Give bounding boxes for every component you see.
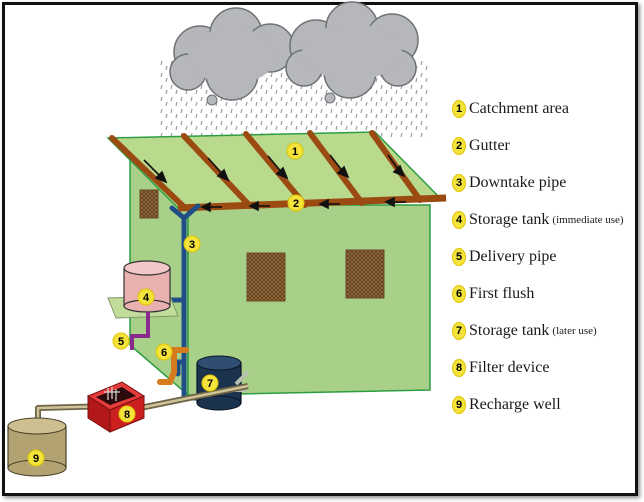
marker-6: 6 [155,343,173,361]
legend-number-badge: 5 [452,248,466,266]
filter-device [86,381,146,433]
first-flush-device [157,347,189,385]
legend-label: Recharge well [469,396,561,413]
legend-label: Filter device [469,359,550,376]
legend-item-catchment-area: 1 Catchment area [452,96,569,122]
legend-number-badge: 6 [452,285,466,303]
legend-sublabel: (later use) [552,325,597,337]
marker-7: 7 [201,374,219,392]
marker-9: 9 [27,449,45,467]
svg-text:7: 7 [207,378,213,390]
storage-tank-immediate-use [123,260,171,313]
legend-item-recharge-well: 9 Recharge well [452,392,561,418]
window-front-right [345,249,385,299]
delivery-pipe [130,312,150,350]
legend-label: Storage tank [469,322,550,339]
legend-label: Storage tank [469,211,550,228]
svg-text:6: 6 [161,347,167,359]
legend-number-badge: 4 [452,211,466,229]
window-side [139,189,159,219]
legend-item-delivery-pipe: 5 Delivery pipe [452,244,557,270]
legend-item-downtake-pipe: 3 Downtake pipe [452,170,566,196]
svg-text:4: 4 [143,292,150,304]
marker-4: 4 [137,288,155,306]
legend-number-badge: 1 [452,100,466,118]
svg-text:9: 9 [33,453,39,465]
cloud-left-icon [169,7,295,106]
legend-item-filter-device: 8 Filter device [452,355,549,381]
marker-1: 1 [286,142,304,160]
legend-label: Downtake pipe [469,174,567,191]
legend-item-storage-tank-immediate: 4 Storage tank (immediate use) [452,207,624,233]
roof-flow-arrows [143,154,406,184]
legend-number-badge: 8 [452,359,466,377]
gutter-flow-arrows [200,196,406,213]
window-front-left [246,252,286,302]
svg-text:8: 8 [124,409,130,421]
cloud-right-icon [285,1,419,104]
svg-text:2: 2 [293,198,299,210]
legend-label: Catchment area [469,100,569,117]
marker-3: 3 [183,235,201,253]
legend-number-badge: 3 [452,174,466,192]
legend-item-first-flush: 6 First flush [452,281,534,307]
legend-number-badge: 9 [452,396,466,414]
marker-5: 5 [112,332,130,350]
svg-text:1: 1 [292,146,298,158]
legend-sublabel: (immediate use) [552,214,624,226]
legend-label: Gutter [469,137,510,154]
legend-label: First flush [469,285,535,302]
marker-8: 8 [118,405,136,423]
roof-beams [109,130,423,211]
svg-text:3: 3 [189,239,195,251]
legend-label: Delivery pipe [469,248,557,265]
svg-text:5: 5 [118,336,124,348]
legend-item-storage-tank-later: 7 Storage tank (later use) [452,318,597,344]
gutter-pipe [177,194,447,212]
recharge-well [7,417,67,477]
legend-number-badge: 7 [452,322,466,340]
legend-number-badge: 2 [452,137,466,155]
legend-item-gutter: 2 Gutter [452,133,510,159]
marker-2: 2 [287,194,305,212]
